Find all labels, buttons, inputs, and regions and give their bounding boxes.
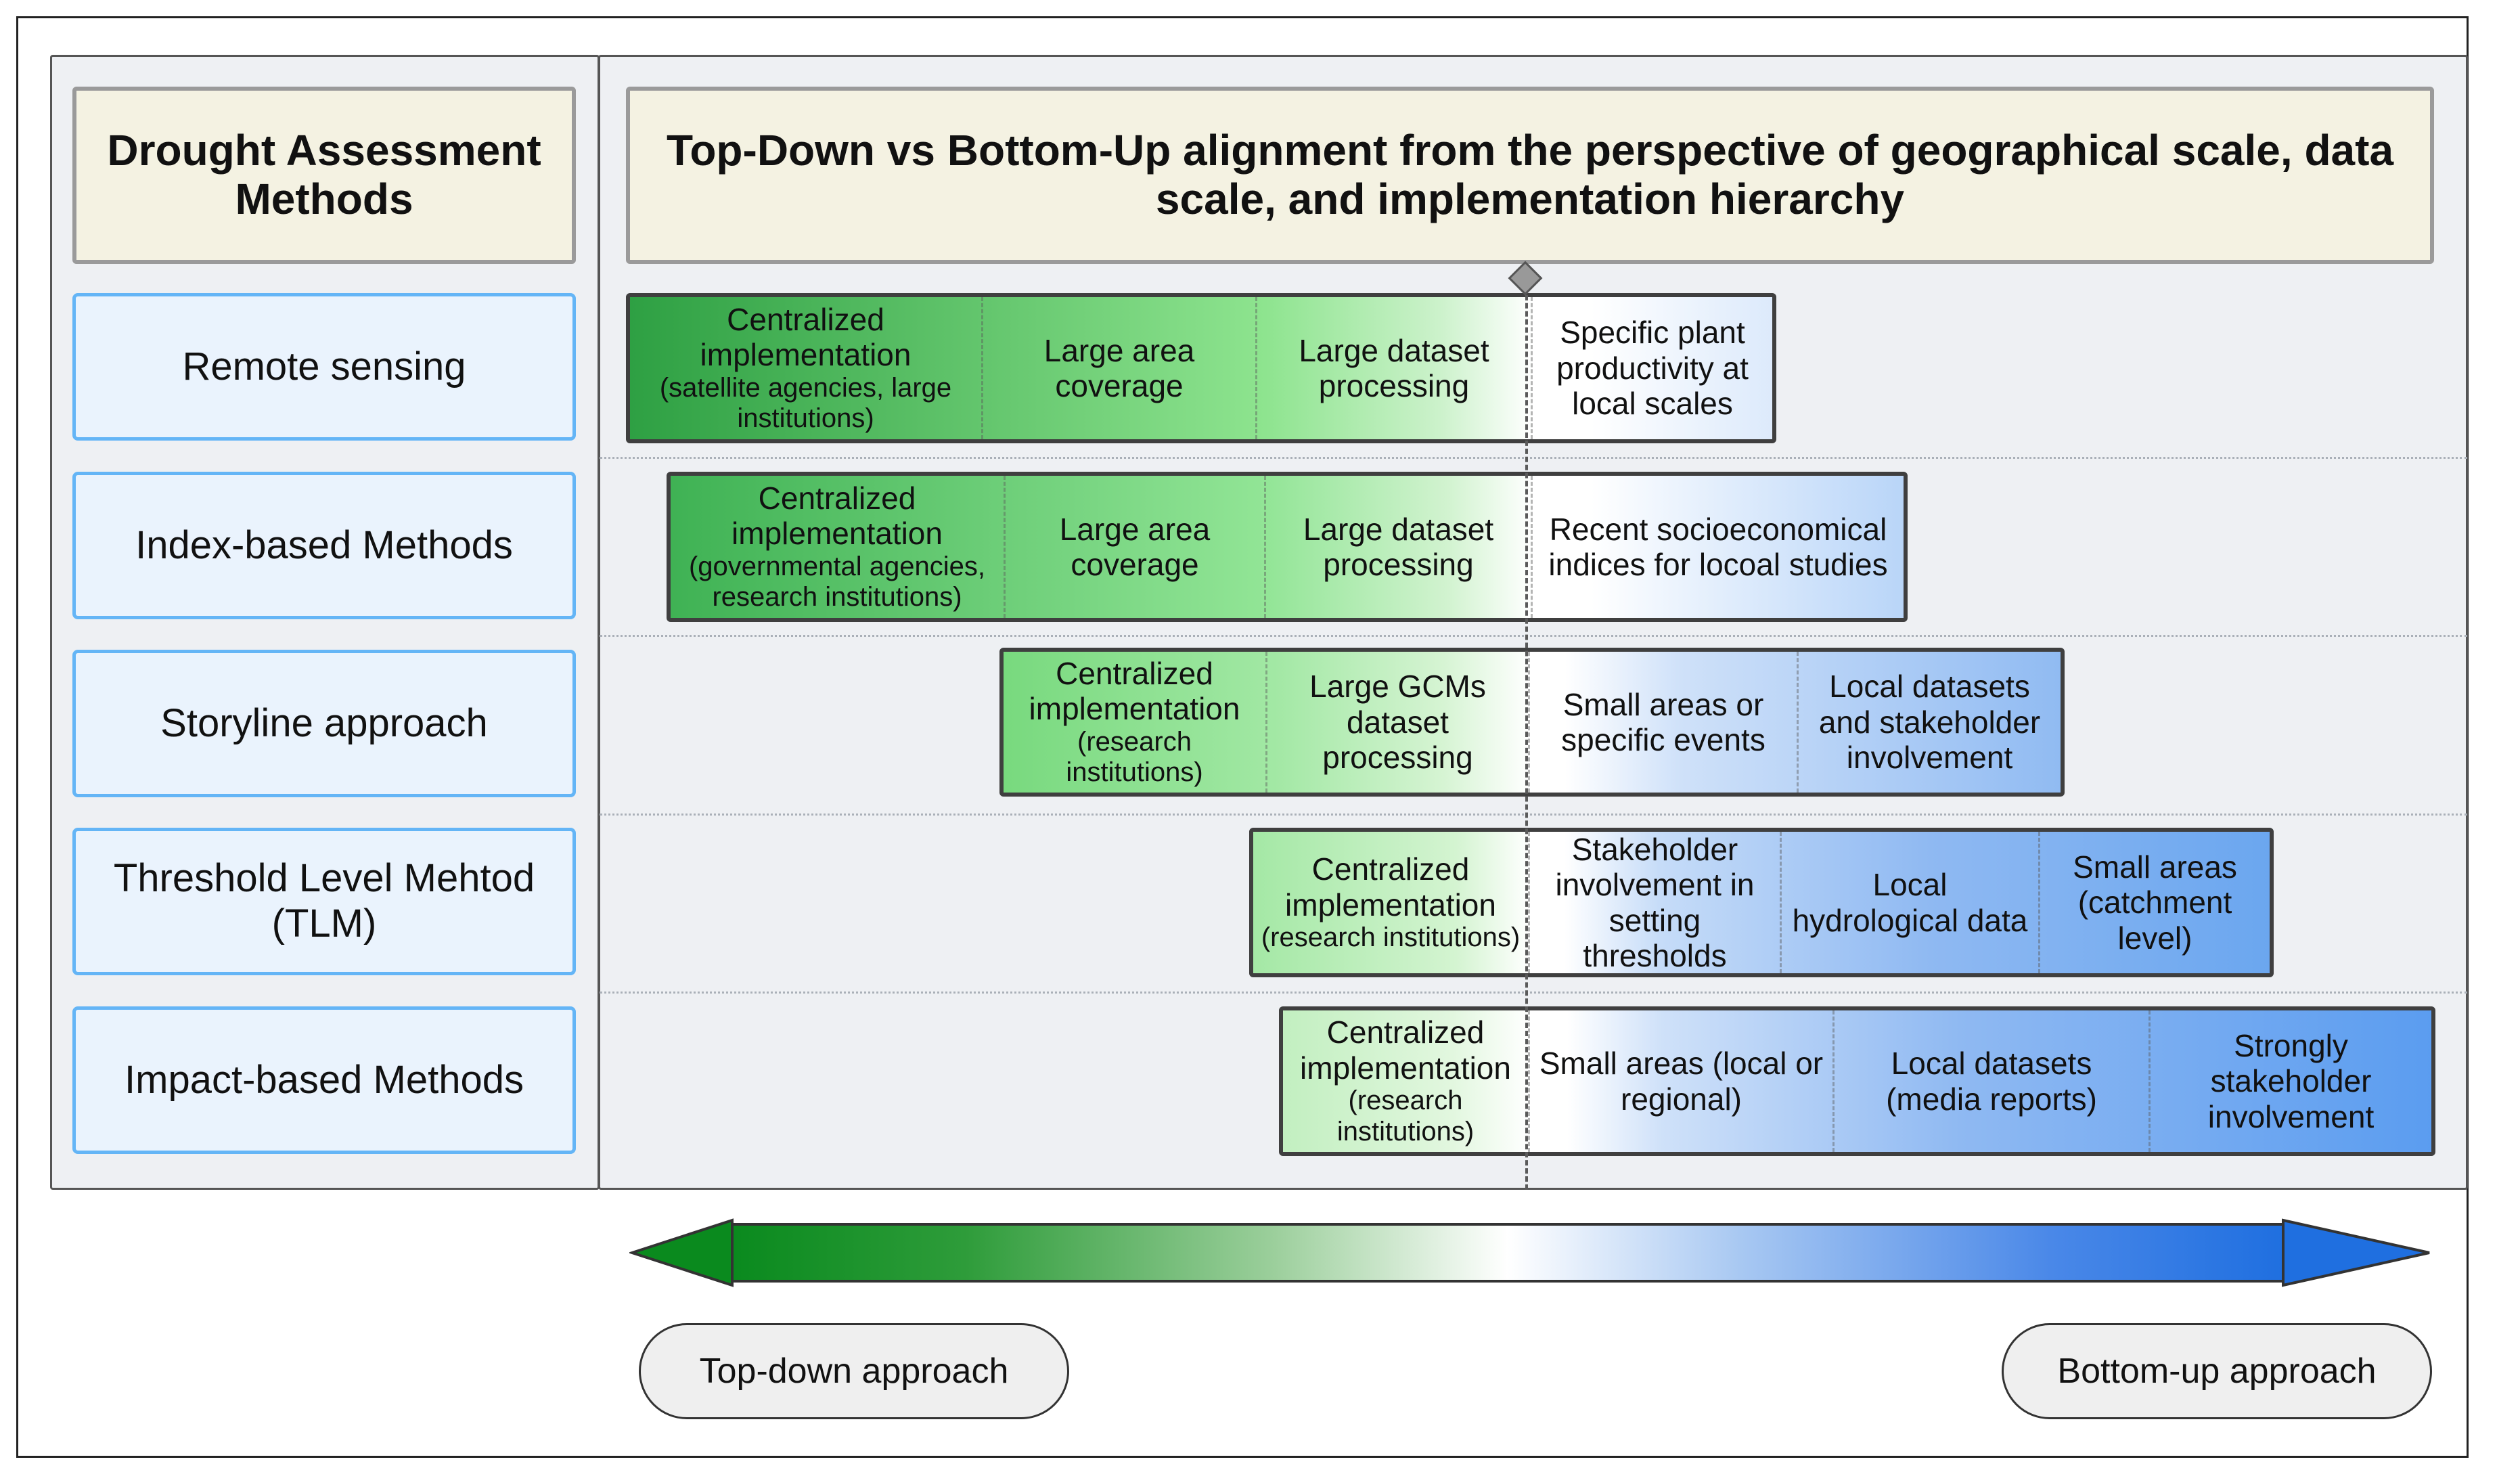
- arrow-head-right: [2282, 1218, 2430, 1287]
- top-down-bottom-up-arrow: [629, 1218, 2430, 1287]
- bar-segment: Specific plant productivity at local sca…: [1533, 297, 1772, 439]
- bar-segment: Small areas or specific events: [1530, 652, 1799, 793]
- segment-text: Strongly stakeholder involvement: [2207, 1027, 2375, 1134]
- bar-segment: Small areas (local or regional): [1530, 1010, 1835, 1152]
- bar-segment: Large dataset processing: [1257, 297, 1533, 439]
- method-index-based: Index-based Methods: [72, 472, 576, 619]
- bar-segment: Large GCMs dataset processing: [1267, 652, 1530, 793]
- bar-segment: Centralized implementation (governmental…: [671, 476, 1006, 618]
- alignment-bar-remote-sensing: Centralized implementation (satellite ag…: [626, 293, 1776, 443]
- bar-segment: Centralized implementation (research ins…: [1283, 1010, 1530, 1152]
- segment-text: Specific plant productivity at local sca…: [1556, 315, 1749, 422]
- segment-text: Local datasets (media reports): [1886, 1046, 2097, 1117]
- segment-text: Small areas (catchment level): [2073, 849, 2237, 956]
- segment-subtext: (governmental agencies, research institu…: [688, 551, 986, 612]
- method-storyline: Storyline approach: [72, 650, 576, 797]
- segment-subtext: (research institutions): [1066, 726, 1203, 788]
- bar-segment: Local datasets (media reports): [1835, 1010, 2151, 1152]
- segment-text: Stakeholder involvement in setting thres…: [1555, 831, 1755, 973]
- bar-segment: Centralized implementation (satellite ag…: [630, 297, 983, 439]
- center-reference-line: [1525, 271, 1528, 1190]
- bar-segment: Small areas (catchment level): [2040, 832, 2270, 973]
- bar-segment: Local hydrological data: [1782, 832, 2040, 973]
- segment-text: Centralized implementation: [732, 480, 943, 552]
- bar-segment: Local datasets and stakeholder involveme…: [1799, 652, 2061, 793]
- bottom-up-approach-label: Bottom-up approach: [2002, 1323, 2432, 1419]
- segment-text: Large area coverage: [1059, 511, 1211, 582]
- segment-text: Local hydrological data: [1792, 867, 2028, 938]
- method-impact-based: Impact-based Methods: [72, 1006, 576, 1154]
- segment-text: Large dataset processing: [1299, 332, 1489, 403]
- bar-segment: Strongly stakeholder involvement: [2151, 1010, 2431, 1152]
- segment-text: Small areas or specific events: [1561, 686, 1765, 757]
- segment-text: Centralized implementation: [1029, 655, 1240, 727]
- bar-segment: Large dataset processing: [1266, 476, 1533, 618]
- segment-text: Centralized implementation: [1285, 851, 1496, 922]
- bar-segment: Centralized implementation (research ins…: [1004, 652, 1267, 793]
- segment-text: Large dataset processing: [1303, 511, 1494, 582]
- alignment-bar-impact-based: Centralized implementation (research ins…: [1279, 1006, 2435, 1156]
- alignment-bar-threshold-level: Centralized implementation (research ins…: [1249, 828, 2274, 977]
- arrow-shaft: [731, 1223, 2285, 1283]
- segment-subtext: (satellite agencies, large institutions): [659, 372, 952, 434]
- bar-segment: Stakeholder involvement in setting thres…: [1530, 832, 1782, 973]
- row-separator: [600, 992, 2467, 994]
- segment-text: Centralized implementation: [700, 301, 912, 373]
- row-separator: [600, 814, 2467, 816]
- segment-subtext: (research institutions): [1261, 922, 1521, 953]
- bar-segment: Centralized implementation (research ins…: [1253, 832, 1530, 973]
- segment-text: Large GCMs dataset processing: [1309, 669, 1486, 776]
- bar-segment: Large area coverage: [983, 297, 1257, 439]
- segment-text: Recent socioeconomical indices for locoa…: [1548, 511, 1888, 582]
- arrow-head-left: [629, 1218, 734, 1287]
- method-remote-sensing: Remote sensing: [72, 293, 576, 441]
- segment-text: Large area coverage: [1043, 332, 1195, 403]
- segment-subtext: (research institutions): [1336, 1086, 1475, 1146]
- bar-segment: Large area coverage: [1006, 476, 1266, 618]
- methods-column-header: Drought Assessment Methods: [72, 87, 576, 264]
- segment-text: Centralized implementation: [1300, 1015, 1511, 1086]
- bar-segment: Recent socioeconomical indices for locoa…: [1533, 476, 1904, 618]
- row-separator: [600, 457, 2467, 459]
- segment-text: Local datasets and stakeholder involveme…: [1818, 669, 2041, 776]
- row-separator: [600, 635, 2467, 637]
- alignment-bar-index-based: Centralized implementation (governmental…: [667, 472, 1908, 622]
- top-down-approach-label: Top-down approach: [639, 1323, 1069, 1419]
- alignment-bar-storyline: Centralized implementation (research ins…: [999, 648, 2065, 797]
- method-threshold-level: Threshold Level Mehtod (TLM): [72, 828, 576, 975]
- diagram-title: Top-Down vs Bottom-Up alignment from the…: [626, 87, 2434, 264]
- segment-text: Small areas (local or regional): [1539, 1046, 1824, 1117]
